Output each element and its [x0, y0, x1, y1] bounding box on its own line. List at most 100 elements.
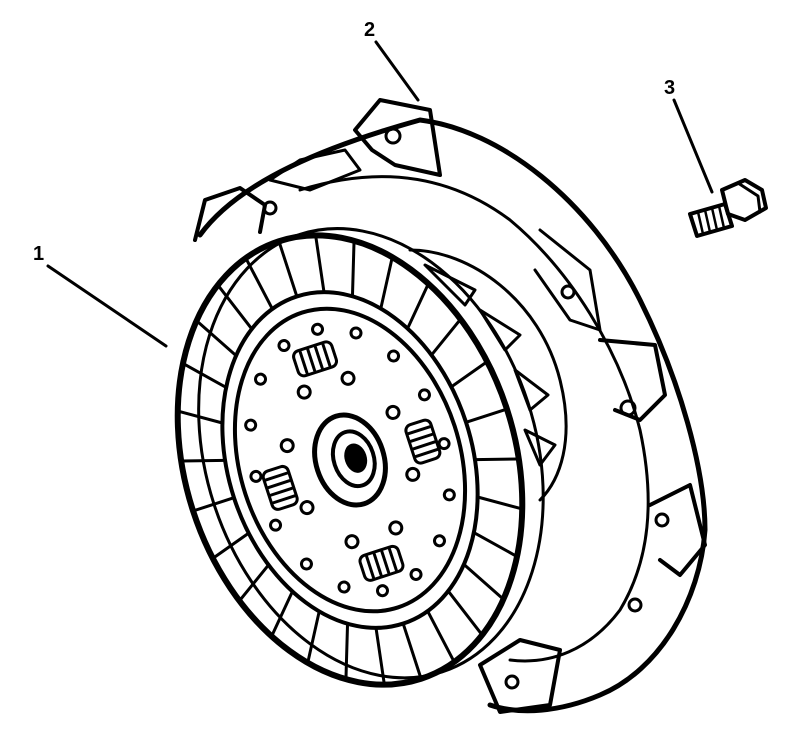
damper-springs	[261, 340, 442, 582]
pressure-plate-lug-left	[193, 186, 267, 242]
hub-rivet	[442, 488, 456, 502]
friction-segment-groove	[216, 283, 254, 331]
bolt-head-face	[736, 181, 762, 214]
friction-segment-groove	[350, 239, 356, 298]
diaphragm-spring-window	[408, 248, 568, 502]
pressure-plate-lug-bottom-right	[648, 483, 707, 577]
hub-rivet	[344, 534, 360, 550]
damper-spring-coils	[407, 425, 439, 458]
clutch-disc-hub-plate	[232, 306, 468, 614]
friction-segment-groove	[181, 361, 228, 389]
hub-rivet	[432, 534, 446, 548]
pressure-plate-lug-bottom	[478, 638, 562, 714]
friction-segment-groove	[449, 360, 489, 389]
callout-1: 1	[33, 243, 45, 265]
friction-segment-groove	[464, 407, 509, 424]
friction-segment-groove	[176, 409, 224, 425]
hub-rivet	[375, 584, 389, 598]
hub-rivet	[409, 567, 423, 581]
hub-rivet	[349, 326, 363, 340]
hub-rivet	[337, 580, 351, 594]
friction-segment-groove	[277, 239, 299, 298]
lug-hole-bottom	[504, 674, 520, 690]
lug-hole-bottom-right	[654, 512, 670, 528]
hub-rivet	[299, 500, 315, 516]
friction-segment-groove	[244, 256, 274, 311]
friction-segment-groove	[237, 563, 271, 603]
lug-hole-left	[262, 200, 278, 216]
friction-segment-groove	[270, 589, 294, 638]
hub-rivet	[385, 404, 401, 420]
cover-hole-a	[560, 284, 576, 300]
splined-hub-inner	[330, 429, 377, 489]
friction-segment-groove	[191, 496, 236, 513]
diaphragm-finger-3	[513, 368, 550, 412]
splined-hub-bore	[344, 443, 368, 473]
lug-hole-right	[619, 399, 637, 417]
clutch-disc	[174, 227, 545, 688]
leader-line-3	[672, 98, 714, 194]
hub-rivet	[387, 349, 401, 363]
friction-segment-groove	[379, 255, 394, 311]
hub-rivet	[279, 438, 295, 454]
leader-line-1	[46, 264, 168, 348]
damper-spring-coils	[298, 343, 332, 375]
splined-hub-outer	[312, 412, 388, 508]
friction-segment-groove	[195, 319, 238, 358]
hub-rivet	[437, 437, 451, 451]
cover-hole-b	[627, 597, 643, 613]
friction-segment-groove	[476, 495, 524, 511]
hub-rivet	[405, 466, 421, 482]
friction-segment-groove	[446, 589, 484, 637]
callout-3: 3	[664, 77, 676, 99]
hub-rivets	[244, 322, 456, 598]
pressure-plate-cover-inner-edge	[298, 175, 650, 663]
damper-spring-coils	[264, 471, 296, 505]
friction-lining-segments	[176, 233, 524, 687]
hub-rivet	[277, 339, 291, 353]
friction-segment-groove	[314, 233, 326, 294]
hub-rivet	[311, 322, 325, 336]
pressure-plate-lug-top	[353, 98, 442, 177]
damper-spring	[292, 340, 339, 378]
friction-segment-groove	[473, 457, 521, 462]
hub-rivet	[296, 384, 312, 400]
bolt-head	[720, 178, 768, 222]
hub-rivet	[340, 370, 356, 386]
drive-strap-right	[533, 228, 602, 332]
bolt-shank	[688, 202, 734, 238]
hub-rivet	[388, 520, 404, 536]
hub-rivet	[417, 388, 431, 402]
hub-rivet	[249, 469, 263, 483]
damper-spring	[404, 418, 442, 465]
hub-rivet	[299, 557, 313, 571]
friction-segment-groove	[426, 609, 456, 664]
friction-segment-groove	[406, 282, 430, 331]
damper-spring	[358, 544, 405, 582]
friction-segment-groove	[472, 531, 519, 559]
pressure-plate-bolt	[688, 178, 768, 238]
drive-strap-top	[268, 148, 362, 192]
hub-rivet	[269, 518, 283, 532]
diaphragm-finger-4	[523, 428, 557, 467]
friction-segment-groove	[462, 562, 505, 601]
hub-rivet	[244, 418, 258, 432]
damper-spring	[261, 464, 299, 511]
damper-spring-coils	[365, 547, 398, 580]
friction-segment-groove	[429, 317, 463, 357]
pressure-plate-cover-outline	[197, 117, 708, 714]
friction-segment-groove	[344, 622, 350, 681]
pressure-plate-assembly	[193, 98, 708, 714]
friction-segment-groove	[401, 622, 423, 681]
hub-rivet	[254, 372, 268, 386]
leader-line-2	[374, 40, 420, 102]
callout-2: 2	[364, 19, 376, 41]
bolt-threads	[696, 204, 726, 236]
friction-segment-groove	[374, 626, 386, 687]
friction-segment-groove	[179, 458, 227, 463]
friction-segment-groove	[306, 609, 321, 665]
lug-hole-top	[384, 127, 402, 145]
friction-segment-groove	[211, 531, 251, 560]
